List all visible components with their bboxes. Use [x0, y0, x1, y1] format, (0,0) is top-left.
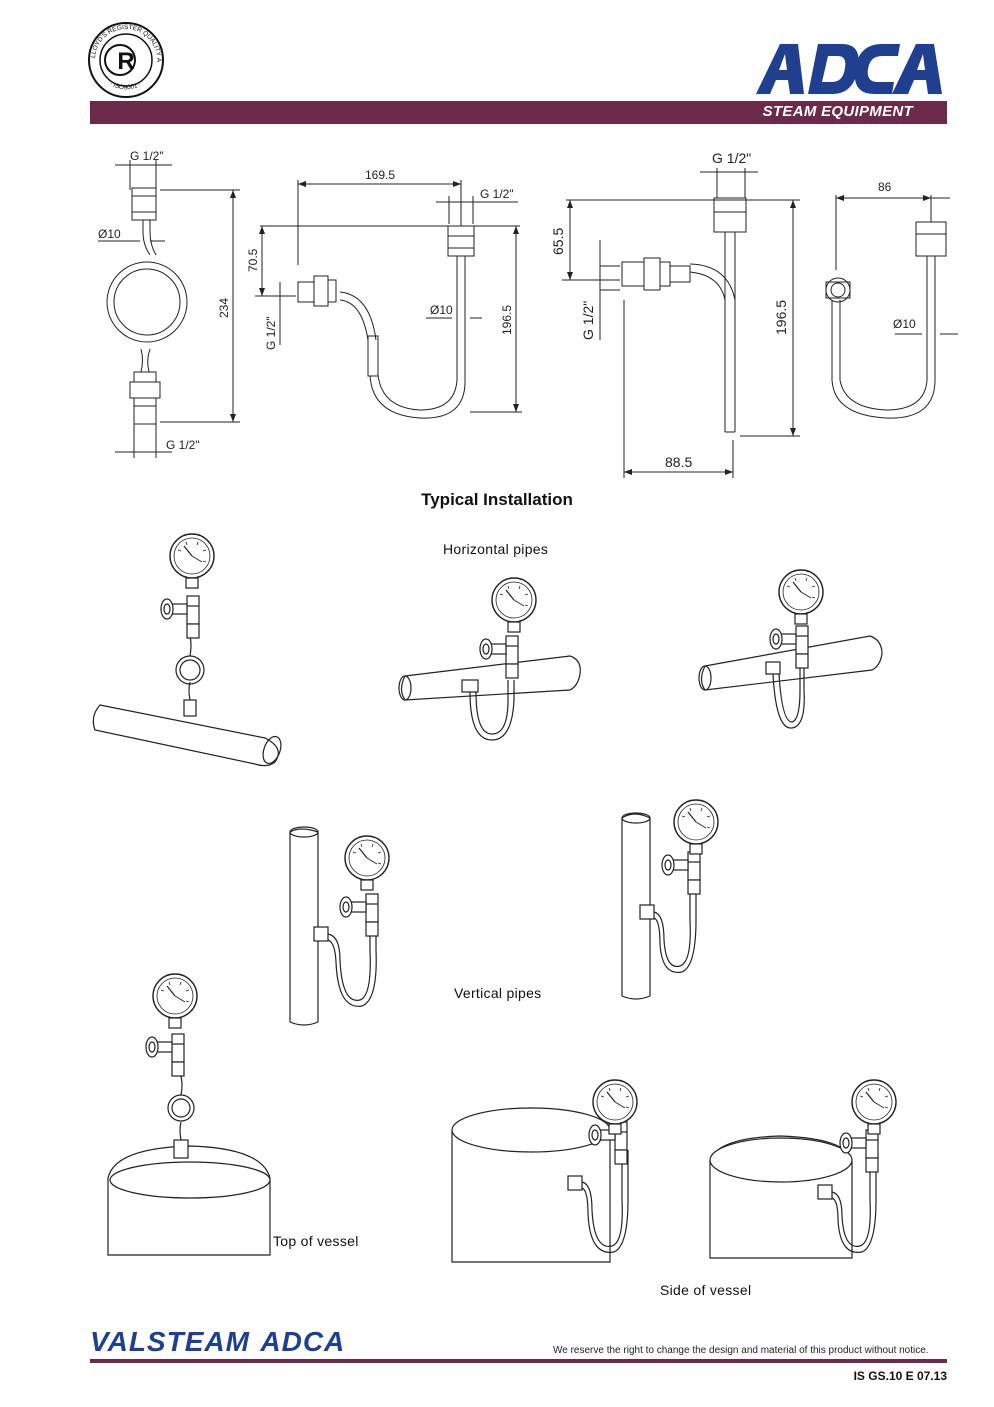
footer-brand-adca: ADCA [260, 1326, 346, 1357]
dim-o-height: 234 [217, 298, 231, 318]
doc-code: IS GS.10 E 07.13 [853, 1369, 947, 1383]
tagline: STEAM EQUIPMENT [762, 103, 913, 120]
label-vertical-pipes: Vertical pipes [454, 985, 542, 1001]
dim-u-end-width: 86 [878, 180, 892, 194]
dim-o-top-thread: G 1/2" [130, 149, 164, 163]
dim-u-side-top-thread: G 1/2" [480, 187, 514, 201]
footer-brand-valsteam: VALSTEAM [90, 1326, 250, 1357]
install-horizontal-o-siphon [92, 533, 282, 767]
svg-text:R: R [117, 48, 134, 75]
install-vertical-1 [289, 826, 390, 1026]
footer-brand: VALSTEAM ADCA [90, 1326, 345, 1362]
dim-u-side-height: 196.5 [500, 305, 514, 335]
siphon-u-front-drawing [562, 168, 800, 478]
install-vertical-2 [621, 799, 719, 1000]
dim-u-side-width: 169.5 [365, 168, 395, 182]
label-side-of-vessel: Side of vessel [660, 1282, 752, 1298]
dim-u-front-offset: 65.5 [550, 228, 566, 255]
footer-rule [90, 1359, 947, 1363]
lr-certification-seal: R LLOYD'S REGISTER QUALITY ASSURANCE · I… [84, 15, 166, 100]
section-title: Typical Installation [421, 490, 573, 509]
dim-u-front-height: 196.5 [773, 300, 789, 335]
install-top-of-vessel [107, 973, 271, 1256]
dim-u-end-pipe-dia: Ø10 [893, 317, 916, 331]
dim-o-bottom-thread: G 1/2" [166, 438, 200, 452]
install-side-of-vessel-1 [451, 1079, 638, 1263]
dim-u-front-side-thread: G 1/2" [580, 301, 596, 340]
dim-u-front-top-thread: G 1/2" [712, 150, 751, 166]
install-side-of-vessel-2 [709, 1079, 897, 1259]
header-band: STEAM EQUIPMENT [90, 101, 947, 124]
dim-u-side-side-thread: G 1/2" [264, 316, 278, 350]
footer-notice: We reserve the right to change the desig… [553, 1345, 929, 1356]
dim-u-side-pipe-dia: Ø10 [430, 303, 453, 317]
svg-text:· ISO9001 ·: · ISO9001 · [108, 80, 142, 91]
technical-drawings: G 1/2" Ø10 234 G 1/2" 169.5 G 1/2" 70.5 … [98, 149, 958, 478]
siphon-u-side-drawing [255, 180, 522, 419]
installation-illustrations [92, 533, 897, 1263]
label-top-of-vessel: Top of vessel [273, 1233, 359, 1249]
label-horizontal-pipes: Horizontal pipes [443, 541, 549, 557]
siphon-o-drawing [98, 160, 240, 458]
install-horizontal-side-1 [398, 577, 581, 741]
dim-u-front-width: 88.5 [665, 454, 692, 470]
dim-o-pipe-dia: Ø10 [98, 227, 121, 241]
install-horizontal-side-2 [698, 569, 883, 729]
adca-logo [752, 38, 947, 100]
dim-u-side-offset: 70.5 [246, 248, 260, 272]
siphon-u-end-drawing [825, 195, 958, 419]
